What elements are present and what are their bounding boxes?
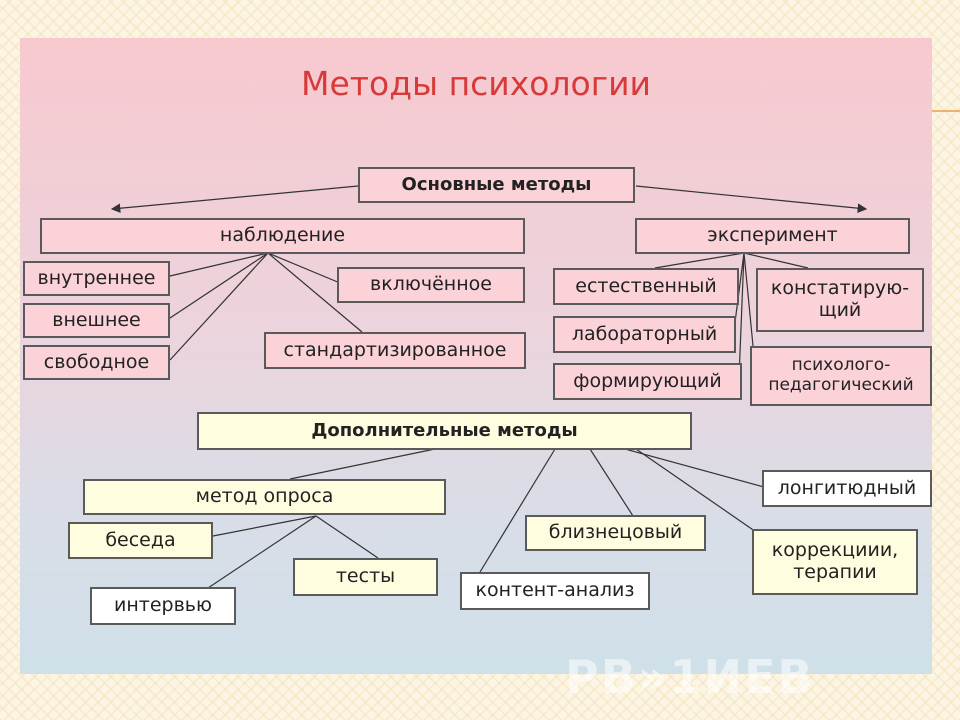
observation-box: наблюдение	[40, 218, 525, 254]
content-analysis-box: контент-анализ	[460, 572, 650, 610]
watermark: РВ»1ИЕВ	[565, 650, 815, 704]
basic-methods-box: Основные методы	[358, 167, 635, 203]
survey-tests-box: тесты	[293, 558, 438, 596]
experiment-ascertaining-box: констатирую- щий	[756, 268, 924, 332]
slide-title: Методы психологии	[301, 64, 651, 103]
survey-interview-box: интервью	[90, 587, 236, 625]
correction-therapy-box: коррекциии, терапии	[752, 529, 918, 595]
observation-external-box: внешнее	[23, 303, 170, 338]
observation-included-box: включённое	[337, 267, 525, 303]
survey-method-box: метод опроса	[83, 479, 446, 515]
observation-internal-box: внутреннее	[23, 261, 170, 296]
observation-free-box: свободное	[23, 345, 170, 380]
additional-methods-box: Дополнительные методы	[197, 412, 692, 450]
observation-standardized-box: стандартизированное	[264, 332, 526, 369]
decorative-line	[930, 110, 960, 112]
experiment-forming-box: формирующий	[553, 363, 742, 400]
longitudinal-box: лонгитюдный	[762, 470, 932, 507]
survey-conversation-box: беседа	[68, 522, 213, 559]
twin-method-box: близнецовый	[525, 515, 706, 551]
experiment-psychopedagogical-box: психолого- педагогический	[750, 346, 932, 406]
experiment-laboratory-box: лабораторный	[553, 316, 736, 353]
experiment-box: эксперимент	[635, 218, 910, 254]
experiment-natural-box: естественный	[553, 268, 739, 305]
